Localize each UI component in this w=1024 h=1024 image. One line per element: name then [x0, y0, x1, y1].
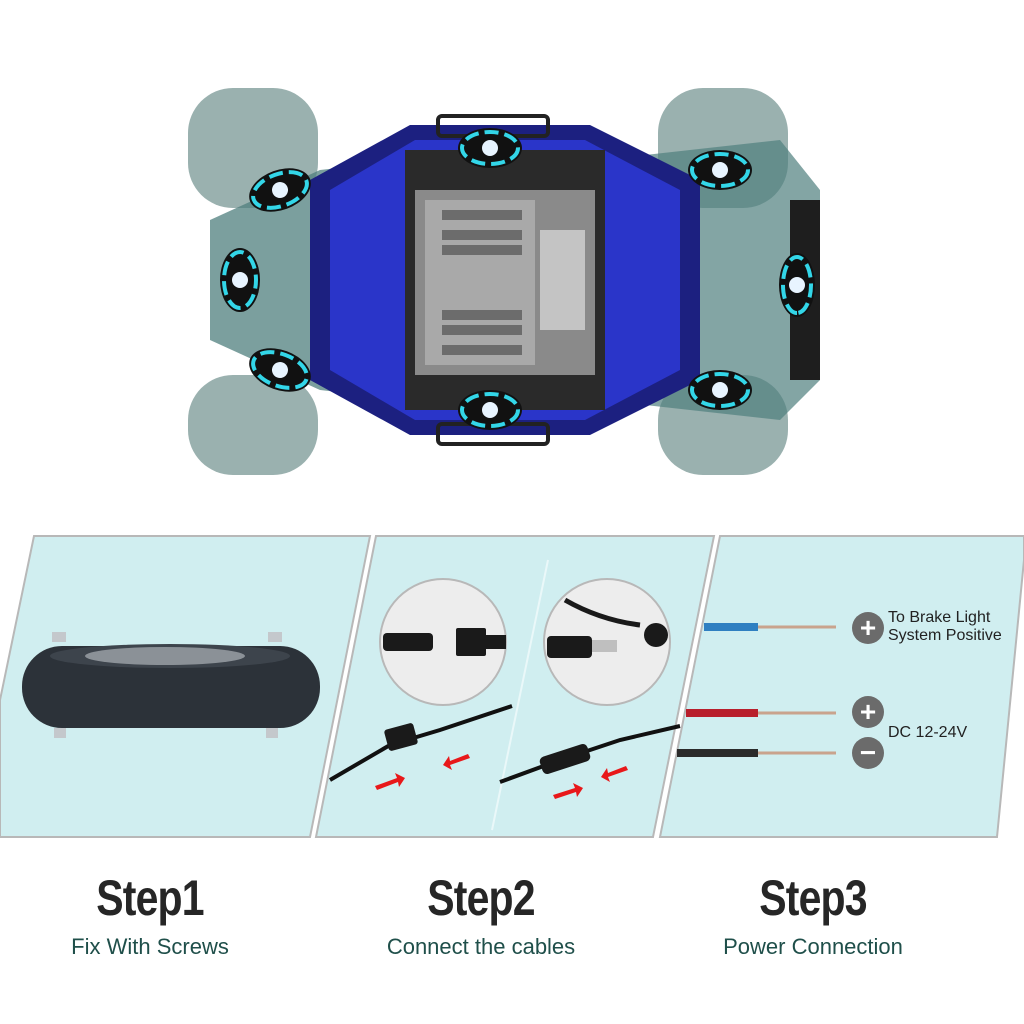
- wires: [677, 623, 836, 757]
- arrow-icon: [375, 754, 628, 799]
- sm-connector-closeup: [379, 578, 507, 706]
- brake-label-line1: To Brake Light: [888, 609, 991, 626]
- minus-icon: −: [852, 737, 884, 769]
- power-label: DC 12-24V: [888, 724, 968, 741]
- brake-light-label: To Brake Light System Positive: [888, 609, 1002, 645]
- step-1: Step1 Fix With Screws: [0, 868, 300, 960]
- brake-label-line2: System Positive: [888, 627, 1002, 644]
- step-subtitle: Power Connection: [723, 934, 903, 959]
- dc-connector-closeup: [543, 578, 671, 706]
- light-pod-icon: [22, 632, 320, 738]
- panel-step2: [314, 535, 716, 838]
- step-2: Step2 Connect the cables: [331, 868, 631, 960]
- installation-panels: [0, 535, 1024, 838]
- step-subtitle: Fix With Screws: [71, 934, 229, 959]
- step-subtitle: Connect the cables: [386, 934, 576, 959]
- led-light-icon: [220, 128, 815, 430]
- plus-icon: +: [852, 612, 884, 644]
- vehicle-underside-illustration: [188, 88, 820, 475]
- step-title: Step1: [96, 870, 204, 926]
- step-title: Step3: [759, 870, 867, 926]
- plus-icon: +: [852, 696, 884, 728]
- step-3: Step3 Power Connection: [663, 868, 963, 960]
- panel-step3: [658, 535, 1024, 838]
- step-title: Step2: [427, 870, 535, 926]
